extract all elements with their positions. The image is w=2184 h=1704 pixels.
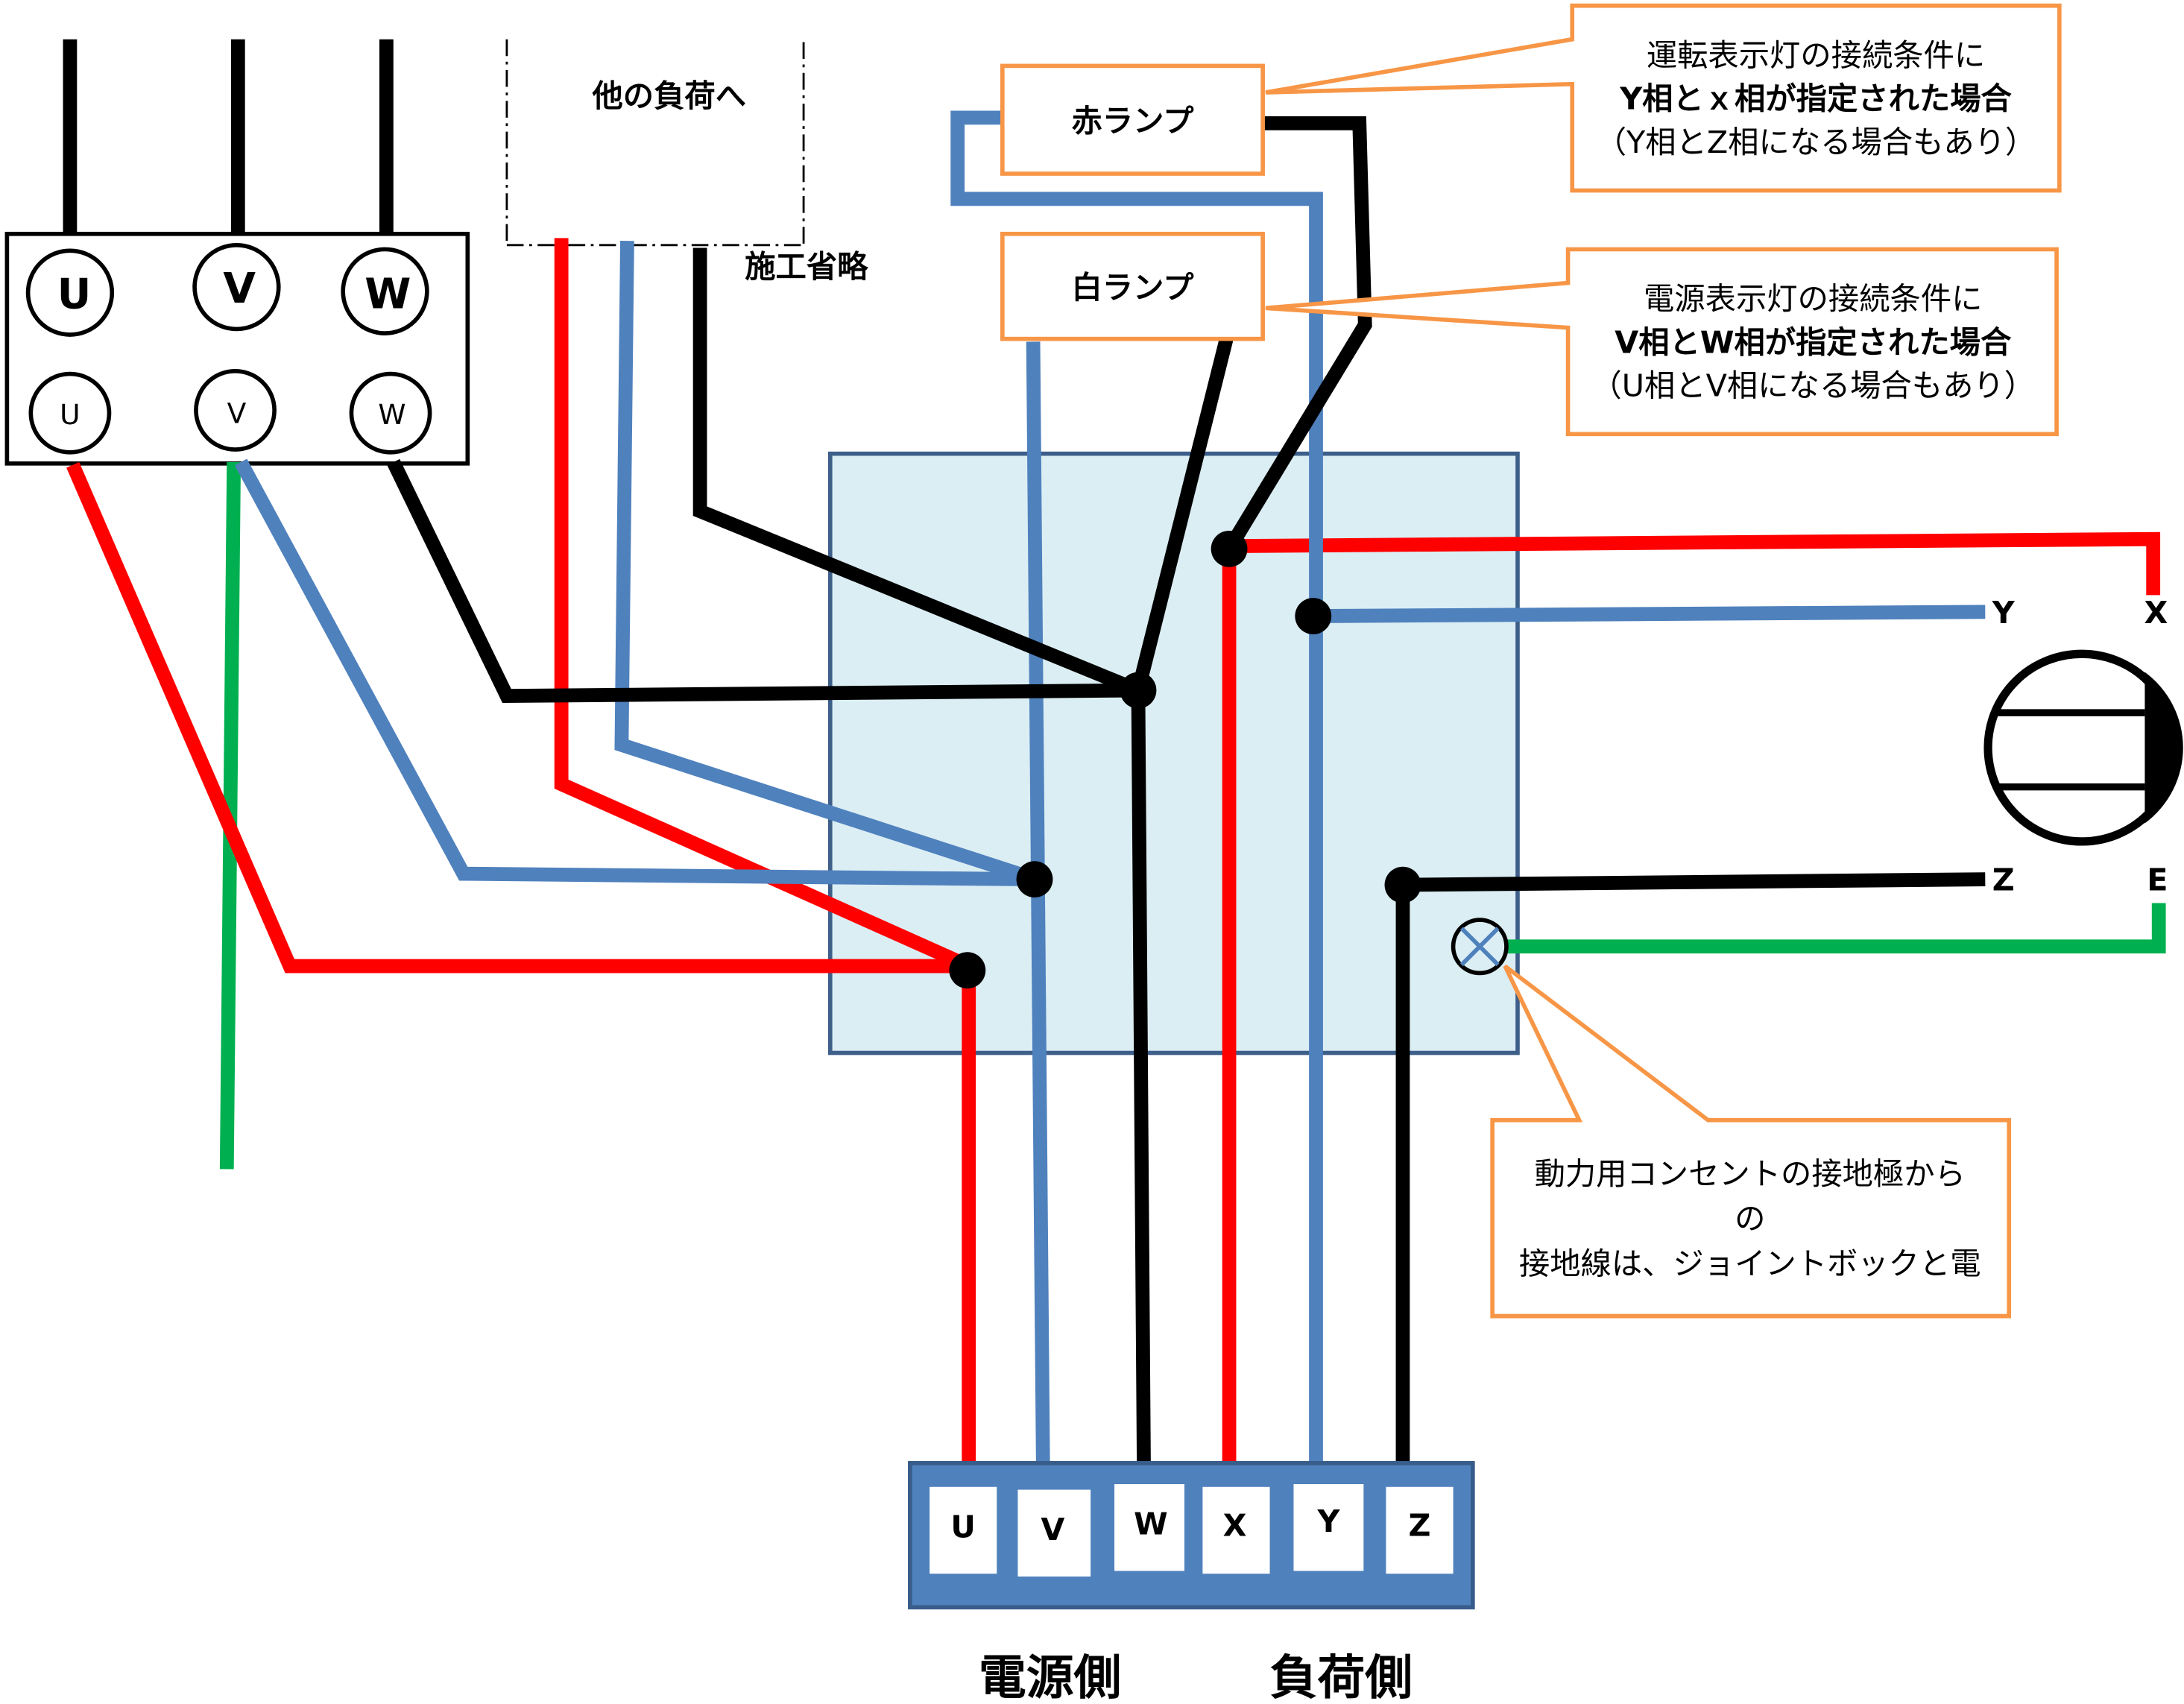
- omitted-label: 施工省略: [745, 249, 868, 285]
- callout-power-lamp: 電源表示灯の接続条件に V相とW相が指定された場合 （U相とV相になる場合もあり…: [1265, 247, 2059, 437]
- svg-text:動力用コンセントの接地極から: 動力用コンセントの接地極から: [1535, 1156, 1966, 1192]
- junction-dot: [1016, 861, 1053, 898]
- svg-text:運転表示灯の接続条件に: 運転表示灯の接続条件に: [1647, 37, 1985, 73]
- red-wire-u: [66, 461, 969, 974]
- red-lamp: [1000, 63, 1265, 176]
- blue-wire-other-load: [614, 241, 1038, 886]
- white-lamp-label: 白ランプ: [1071, 270, 1194, 306]
- label-v-lower: V: [227, 397, 247, 429]
- outlet-label-z: Z: [1992, 862, 2015, 898]
- label-u-lower: U: [60, 398, 80, 431]
- blue-wire-y: [1316, 605, 1986, 623]
- label-v-upper: V: [223, 265, 256, 313]
- feeder-lines: [63, 39, 394, 253]
- label-u-upper: U: [57, 270, 92, 318]
- svg-text:接地線は、ジョイントボックと電: 接地線は、ジョイントボックと電: [1519, 1246, 1981, 1281]
- terminal-label-v: V: [1041, 1512, 1064, 1547]
- svg-text:V相とW相が指定された場合: V相とW相が指定された場合: [1615, 324, 2012, 360]
- terminal-y: [1293, 1484, 1364, 1571]
- terminal-label-z: Z: [1409, 1508, 1431, 1544]
- junction-dot: [1211, 530, 1248, 567]
- terminal-v-upper: [192, 242, 281, 332]
- ground-wire-load: [1505, 903, 2166, 954]
- ground-terminal-icon: [1451, 918, 1509, 976]
- junction-dot: [1120, 672, 1157, 709]
- white-lamp: [1000, 231, 1265, 341]
- load-side-label: 負荷側: [1270, 1651, 1413, 1704]
- svg-text:電源表示灯の接続条件に: 電源表示灯の接続条件に: [1644, 281, 1982, 317]
- svg-text:Y相とｘ相が指定された場合: Y相とｘ相が指定された場合: [1619, 81, 2012, 117]
- other-load-label: 他の負荷へ: [592, 78, 747, 114]
- junction-dot: [949, 952, 986, 989]
- svg-text:の: の: [1735, 1201, 1765, 1237]
- terminal-u-lower: [28, 371, 112, 455]
- black-wire-red-lamp: [1223, 116, 1372, 553]
- power-side-label: 電源側: [979, 1651, 1122, 1704]
- red-wire-x: [1222, 531, 2161, 1463]
- terminal-u: [930, 1486, 997, 1574]
- terminal-label-y: Y: [1316, 1503, 1340, 1539]
- junction-dot: [1384, 866, 1421, 903]
- terminal-label-u: U: [950, 1509, 976, 1544]
- outlet-label-x: X: [2144, 595, 2168, 631]
- terminal-label-x: X: [1223, 1508, 1247, 1544]
- svg-text:（Y相とZ相になる場合もあり）: （Y相とZ相になる場合もあり）: [1596, 124, 2036, 160]
- red-lamp-label: 赤ランプ: [1071, 104, 1194, 139]
- terminal-w-lower: [349, 371, 432, 455]
- terminal-w: [1114, 1484, 1184, 1571]
- terminal-label-w: W: [1134, 1506, 1168, 1542]
- terminal-v-lower: [194, 369, 277, 452]
- terminal-block: [908, 1461, 1475, 1610]
- black-wire-other-load: [692, 247, 1141, 697]
- callout-ground: 動力用コンセントの接地極から の 接地線は、ジョイントボックと電: [1490, 964, 2012, 1319]
- blue-wire-v: [234, 458, 1036, 887]
- label-w-lower: W: [378, 398, 405, 431]
- terminal-w-upper: [341, 247, 429, 335]
- callout-run-lamp: 運転表示灯の接続条件に Y相とｘ相が指定された場合 （Y相とZ相になる場合もあり…: [1265, 3, 2062, 193]
- svg-text:（U相とV相になる場合もあり）: （U相とV相になる場合もあり）: [1591, 368, 2035, 404]
- terminal-z: [1386, 1486, 1454, 1574]
- terminal-x: [1202, 1486, 1270, 1574]
- other-load-box: [505, 39, 805, 247]
- blue-wire-white-lamp: [1026, 341, 1050, 1463]
- outlet-label-e: E: [2147, 862, 2168, 898]
- power-outlet-icon: [1983, 649, 2183, 846]
- terminal-u-upper: [25, 248, 115, 337]
- junction-dot: [1295, 598, 1332, 634]
- outlet-label-y: Y: [1992, 595, 2016, 631]
- label-w-upper: W: [364, 270, 411, 318]
- terminal-v: [1017, 1489, 1091, 1577]
- black-wire-w: [387, 458, 1139, 704]
